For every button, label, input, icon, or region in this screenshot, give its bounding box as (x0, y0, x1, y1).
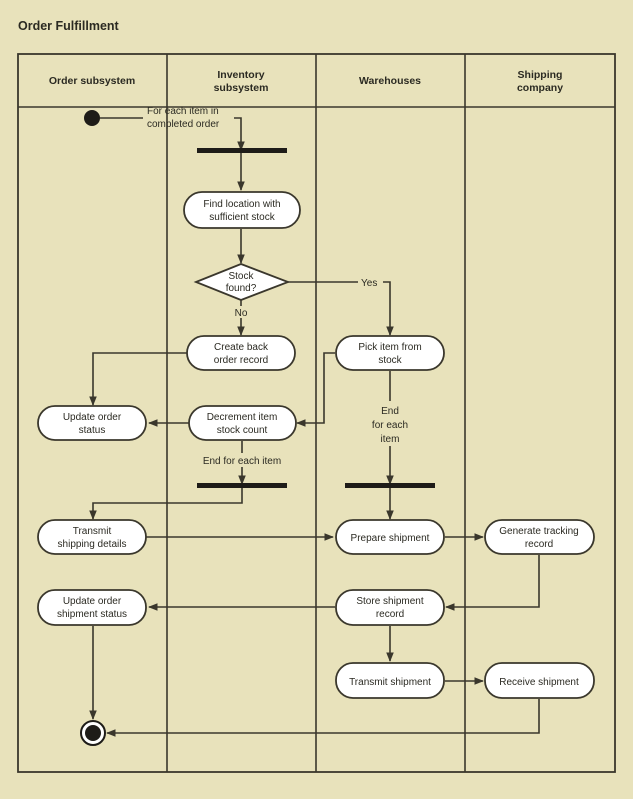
join-bar-warehouse (345, 483, 435, 488)
fork-bar (197, 148, 287, 153)
svg-text:Prepare shipment: Prepare shipment (351, 533, 430, 544)
lane-header-order-subsystem: Order subsystem (49, 75, 135, 87)
diagram-title: Order Fulfillment (18, 19, 120, 33)
label-no: No (235, 308, 248, 319)
label-end-for-each-item: End for each item (203, 456, 281, 467)
svg-text:Transmit shipment: Transmit shipment (349, 677, 431, 688)
edges (89, 117, 540, 737)
join-bar-inventory (197, 483, 287, 488)
activity-prepare-shipment: Prepare shipment (335, 519, 445, 555)
swimlane-frame (17, 53, 616, 773)
end-node (80, 720, 106, 746)
lane-header-warehouses: Warehouses (359, 75, 421, 87)
svg-text:Receive shipment: Receive shipment (499, 677, 579, 688)
label-yes: Yes (361, 278, 377, 289)
start-node (84, 110, 100, 126)
activity-transmit-shipment: Transmit shipment (335, 662, 445, 699)
activity-receive-shipment: Receive shipment (484, 662, 595, 699)
